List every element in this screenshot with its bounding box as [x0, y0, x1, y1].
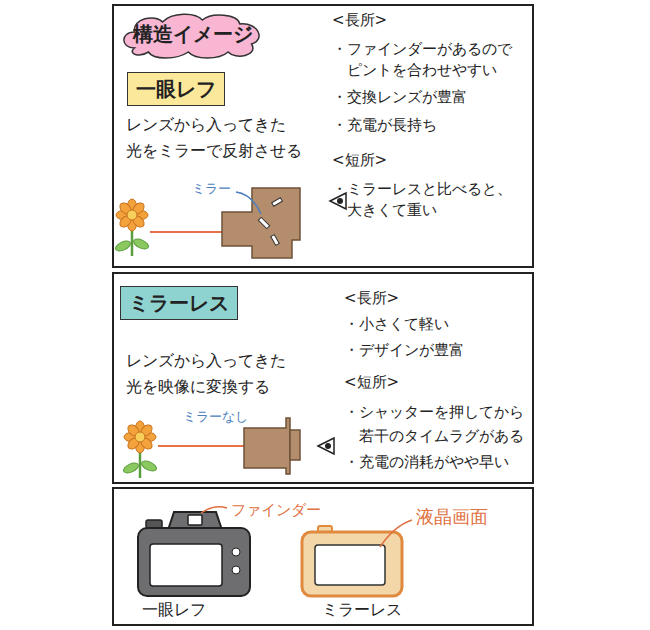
bullet-text: ・デザインが豊富: [344, 340, 530, 361]
panel-border: [113, 488, 533, 625]
description-text: レンズから入ってきた 光を映像に変換する: [126, 348, 326, 400]
mirrorless-camera: [302, 526, 402, 596]
section-panel: レンズから入ってきた 光を映像に変換する <長所> ・小さくて軽い・デザインが豊富 <…: [112, 272, 534, 484]
mirrorless-section: [244, 418, 290, 474]
part-label: 液晶画面: [416, 505, 488, 528]
type-label: 一眼レフ: [127, 72, 225, 106]
bullet-text: ・ミラーレスと比べると、 大きくて重い: [332, 179, 530, 221]
label-text: ミラーレス: [129, 290, 229, 316]
flower-icon: [114, 199, 150, 256]
camera-name: ミラーレス: [322, 599, 402, 620]
leader-line: [380, 520, 412, 547]
prism-part: [272, 198, 283, 206]
mirrorless-section: [290, 430, 300, 460]
label-text: 一眼レフ: [136, 76, 216, 102]
part-label: ミラー: [192, 180, 231, 197]
bullet-text: ・シャッターを押してから 若干のタイムラグがある: [344, 400, 530, 448]
bullet-text: ・小さくて軽い: [344, 314, 530, 335]
heading-text: <長所>: [344, 288, 530, 309]
mirror-part: [258, 217, 269, 228]
bullet-text: ・ファインダーがあるので ピントを合わせやすい: [332, 39, 530, 81]
bullet-text: ・充電が長持ち: [332, 115, 530, 136]
title-cloud: 構造イメージ: [118, 10, 268, 58]
title-text: 構造イメージ: [133, 21, 253, 47]
description-text: レンズから入ってきた 光をミラーで反射させる: [126, 112, 326, 164]
section-panel: レンズから入ってきた 光をミラーで反射させる <長所> ・ファインダーがあるので ピ…: [112, 4, 534, 268]
flower-icon: [122, 421, 158, 478]
light-ray: [158, 445, 244, 447]
bullet-text: ・交換レンズが豊富: [332, 87, 530, 108]
leader-line: [201, 507, 227, 513]
part-label: ミラーなし: [183, 408, 248, 425]
sensor-part: [271, 235, 279, 246]
heading-text: <長所>: [332, 10, 530, 31]
bullet-text: ・充電の消耗がやや早い: [344, 452, 530, 473]
part-label: ファインダー: [231, 500, 321, 520]
camera-name: 一眼レフ: [142, 599, 206, 620]
type-label: ミラーレス: [120, 286, 238, 320]
heading-text: <短所>: [332, 150, 530, 171]
leader-line: [236, 192, 261, 214]
eye-icon: [318, 438, 334, 454]
dslr-camera: [138, 512, 250, 596]
dslr-section: [222, 188, 300, 258]
heading-text: <短所>: [344, 372, 530, 393]
